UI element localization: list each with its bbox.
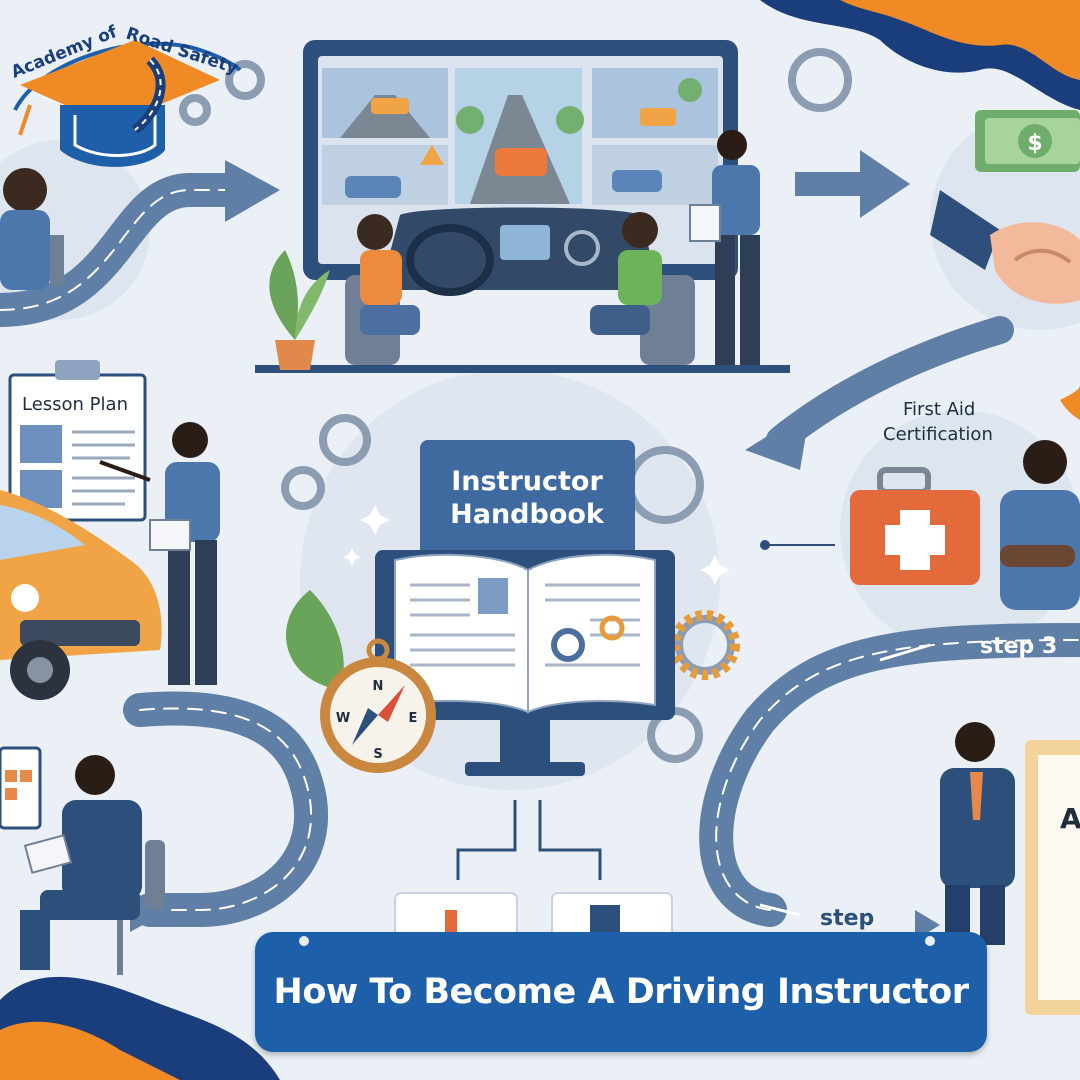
gear-icon bbox=[179, 48, 852, 763]
compass-s: S bbox=[373, 747, 382, 762]
instructor-top bbox=[689, 130, 760, 365]
step-3-label: step 3 bbox=[980, 634, 1057, 659]
certificate-presenter bbox=[940, 722, 1015, 945]
lesson-plan-board bbox=[8, 360, 147, 522]
connector-lines bbox=[456, 800, 602, 880]
banner-pin bbox=[299, 936, 309, 946]
instructor-handbook bbox=[375, 440, 675, 776]
compass-e: E bbox=[409, 711, 418, 726]
plant-icon bbox=[269, 250, 330, 370]
handbook-title-line1: Instructor bbox=[451, 466, 603, 497]
lesson-plan-label: Lesson Plan bbox=[22, 394, 128, 415]
arrow-down-left-icon bbox=[745, 410, 810, 470]
arrow-icon bbox=[225, 160, 280, 222]
certificate-letter: A bbox=[1060, 802, 1080, 835]
arrow-right-icon bbox=[795, 150, 910, 218]
first-aid-kit-icon bbox=[850, 467, 980, 585]
examiner-seated bbox=[20, 755, 165, 975]
certificate-frame bbox=[1025, 740, 1080, 1015]
money-icon bbox=[975, 110, 1080, 172]
compass-n: N bbox=[373, 679, 384, 694]
compass-w: W bbox=[336, 711, 350, 726]
calendar-icon bbox=[0, 746, 42, 830]
corner-blob-right-mid bbox=[1060, 385, 1080, 420]
sparkle-icon bbox=[343, 505, 730, 585]
corner-blob-bottom-left-orange bbox=[0, 1021, 180, 1080]
leaf-icon bbox=[286, 590, 344, 690]
trainee-man bbox=[590, 212, 695, 365]
step-label: step bbox=[820, 906, 874, 931]
handshake-icon bbox=[930, 190, 1080, 304]
compass-icon bbox=[320, 638, 436, 773]
corner-blob-top-right-orange bbox=[840, 0, 1080, 80]
trainee-woman bbox=[345, 214, 420, 365]
simulator-monitor bbox=[255, 40, 790, 373]
academy-logo bbox=[13, 40, 242, 167]
first-aid-label-line1: First Aid bbox=[903, 399, 975, 420]
svg-text:$: $ bbox=[1027, 131, 1042, 156]
person-seated-top-left bbox=[0, 168, 64, 290]
road-paths bbox=[0, 173, 1080, 927]
orange-car bbox=[0, 490, 162, 700]
first-aid-person bbox=[1000, 440, 1080, 610]
handbook-title-line2: Handbook bbox=[450, 499, 605, 530]
banner-title: How To Become A Driving Instructor bbox=[273, 972, 969, 1012]
instructor-lesson bbox=[99, 422, 220, 685]
first-aid-label-line2: Certification bbox=[883, 424, 993, 445]
title-banner: How To Become A Driving Instructor bbox=[255, 932, 987, 1052]
banner-pin bbox=[925, 936, 935, 946]
